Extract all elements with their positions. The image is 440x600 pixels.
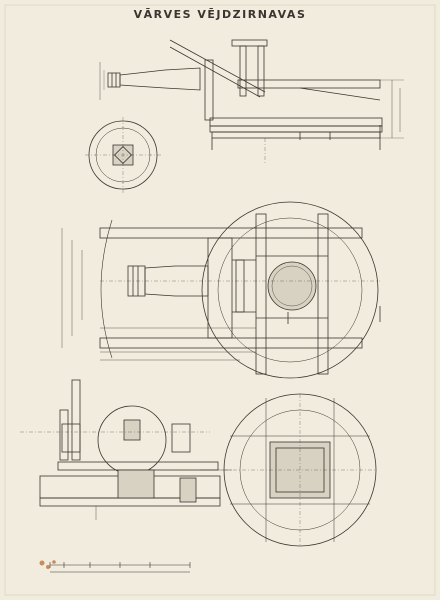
- top-elevation-view: [169, 39, 404, 165]
- stain-marks: [39, 560, 56, 569]
- bottom-left-section: [20, 379, 232, 520]
- sheet-frame: [4, 4, 436, 596]
- middle-plan-view: [61, 201, 381, 379]
- top-shaft-detail: [99, 62, 201, 100]
- bottom-right-plan: [223, 393, 377, 547]
- sheet-title: VĀRVES VĒJDZIRNAVAS: [133, 8, 307, 21]
- hub-plan-top: [85, 117, 161, 193]
- scale-bar: [49, 562, 191, 573]
